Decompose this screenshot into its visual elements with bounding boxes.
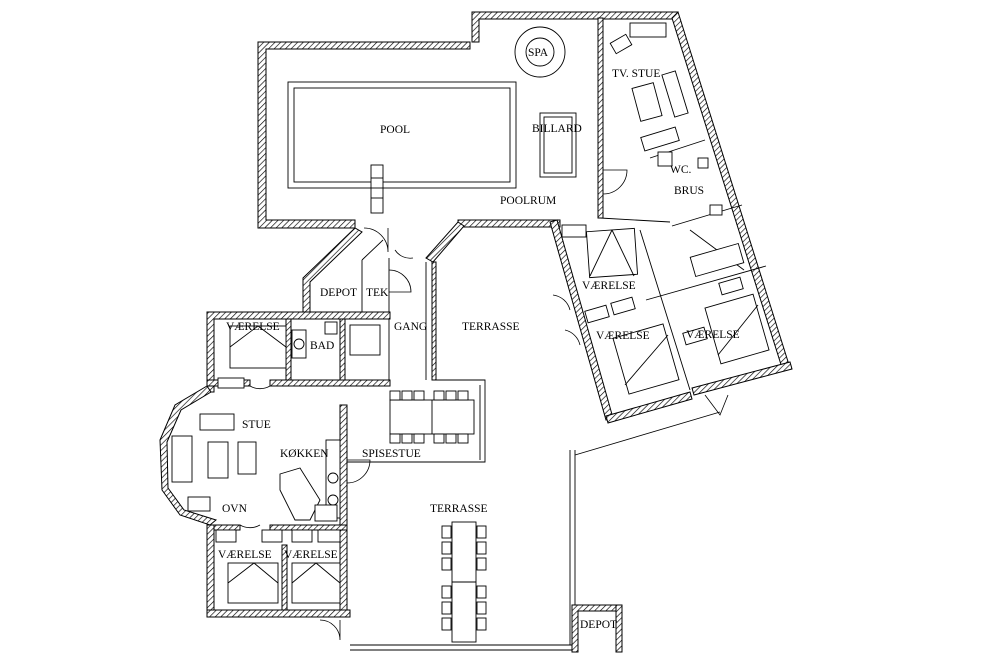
label-depot-bottom: DEPOT [580,619,617,631]
label-tek: TEK [366,287,389,299]
label-spa: SPA [528,47,549,59]
label-ovn: OVN [222,503,248,515]
label-bad: BAD [310,340,334,352]
label-billard: BILLARD [532,123,582,135]
bed [585,227,639,279]
label-terrasse-top: TERRASSE [462,321,520,333]
label-vaerelse-w: VÆRELSE [226,321,280,333]
pool-basin [287,81,517,189]
label-tv-stue: TV. STUE [612,68,660,80]
pool-wing [257,11,679,253]
west-wing [159,311,391,641]
terrace-chairs [441,525,487,631]
bed [229,325,287,369]
label-vaerelse-sw1: VÆRELSE [218,549,272,561]
northeast-wing [549,11,793,424]
label-vaerelse-ne2: VÆRELSE [596,330,650,342]
dining-chairs [389,390,469,444]
label-poolrum: POOLRUM [500,195,556,207]
central-core [302,221,465,381]
billiard-table [539,112,577,178]
label-spisestue: SPISESTUE [362,448,421,460]
label-vaerelse-ne1: VÆRELSE [582,280,636,292]
label-pool: POOL [380,124,410,136]
label-stue: STUE [242,419,271,431]
bed [227,562,279,604]
label-wc: WC. [670,164,692,176]
terraces [347,379,721,653]
label-depot-top: DEPOT [320,287,357,299]
label-gang: GANG [394,321,427,333]
label-terrasse-bottom: TERRASSE [430,503,488,515]
label-vaerelse-ne3: VÆRELSE [686,329,740,341]
label-brus: BRUS [674,185,704,197]
spa-tub [514,26,566,78]
label-kokken: KØKKEN [280,448,329,460]
label-vaerelse-sw2: VÆRELSE [284,549,338,561]
room-labels: POOL BILLARD POOLRUM SPA TV. STUE WC. BR… [218,47,740,631]
bed [291,562,341,604]
